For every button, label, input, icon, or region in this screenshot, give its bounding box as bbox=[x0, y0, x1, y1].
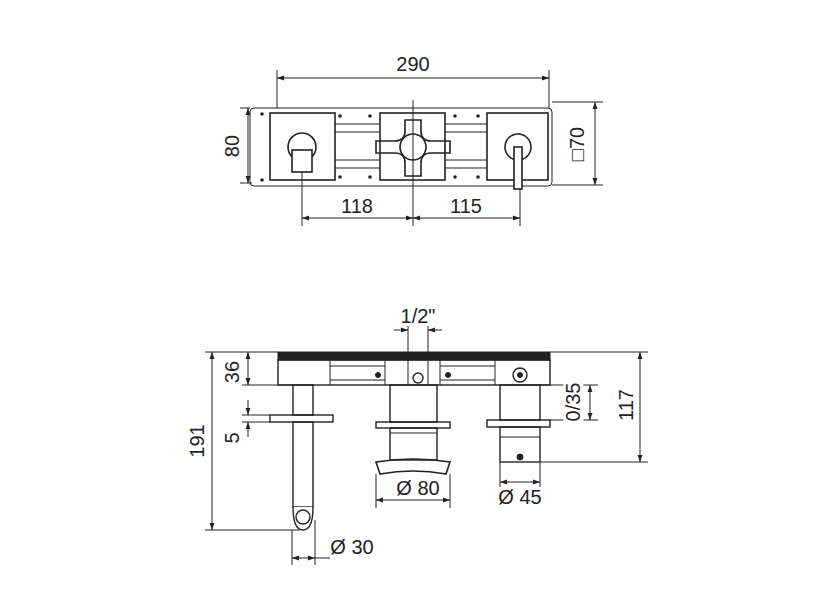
dimension-label: 191 bbox=[187, 422, 207, 459]
dimension-label: 115 bbox=[448, 196, 484, 216]
dimension-label: 5 bbox=[222, 430, 242, 445]
dimension-label: 1/2" bbox=[399, 306, 438, 326]
dimension-label: □70 bbox=[567, 125, 587, 163]
mount-plate bbox=[250, 108, 552, 186]
dimension-label: 290 bbox=[394, 54, 431, 74]
diverter-plate bbox=[270, 113, 335, 180]
dimension-label: 0/35 bbox=[563, 381, 583, 424]
dimension-label: Ø 30 bbox=[328, 537, 375, 557]
dimension-label: Ø 45 bbox=[496, 487, 543, 507]
valve-body bbox=[278, 360, 550, 385]
front-plate bbox=[278, 352, 550, 360]
dimension-label: 117 bbox=[616, 387, 636, 423]
dimension-label: 118 bbox=[339, 196, 375, 216]
dimension-label: 80 bbox=[222, 133, 242, 159]
dimension-label: 36 bbox=[222, 359, 242, 385]
dimension-label: Ø 80 bbox=[394, 478, 441, 498]
